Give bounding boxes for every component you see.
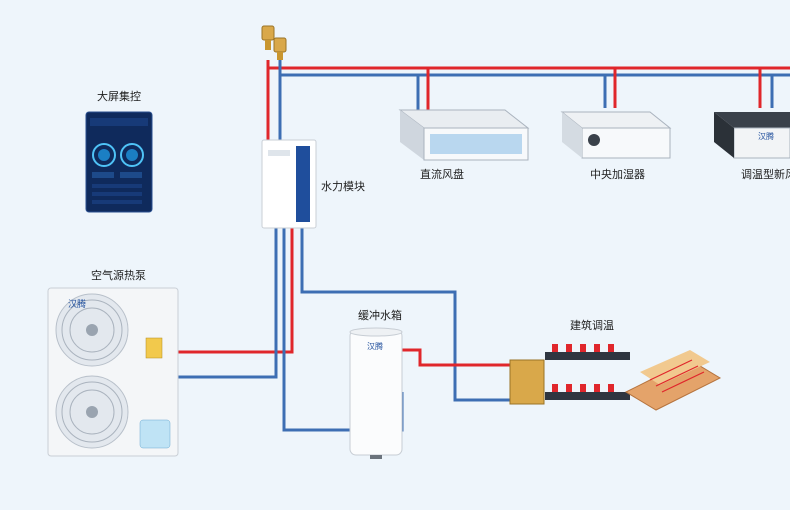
freshair-brand-logo: 汉腾 (758, 132, 774, 141)
pipe-network (178, 60, 790, 432)
hydro-module-icon (261, 139, 317, 229)
label-humidifier: 中央加湿器 (590, 168, 645, 181)
cold-tank-bypass (282, 228, 350, 432)
hot-tank-to-floor (402, 348, 510, 367)
label-fresh-air: 调温型新风 (741, 168, 790, 181)
air-vent-valve-icon (261, 25, 287, 60)
fresh-air-unit-icon (714, 112, 790, 159)
label-big-screen: 大屏集控 (97, 90, 141, 103)
label-fan-coil: 直流风盘 (420, 168, 464, 181)
hot-heatpump-line (178, 228, 294, 354)
heat-pump-brand-logo: 汉腾 (68, 300, 87, 310)
buffer-tank-icon (349, 327, 403, 459)
label-buffer-tank: 缓冲水箱 (358, 309, 402, 322)
heat-pump-unit-icon (47, 287, 179, 457)
floor-heating-icon (624, 350, 722, 411)
control-screen-icon (85, 111, 153, 213)
manifold-icon (509, 344, 630, 405)
fan-coil-unit-icon (398, 109, 530, 161)
tank-brand-logo: 汉腾 (367, 342, 383, 351)
cold-heatpump-line (178, 228, 278, 379)
label-floor-heating: 建筑调温 (570, 319, 614, 332)
humidifier-unit-icon (560, 111, 672, 159)
label-hydro-module: 水力模块 (321, 180, 365, 193)
label-heat-pump: 空气源热泵 (91, 269, 146, 282)
cold-hydro-to-tank (300, 228, 510, 402)
